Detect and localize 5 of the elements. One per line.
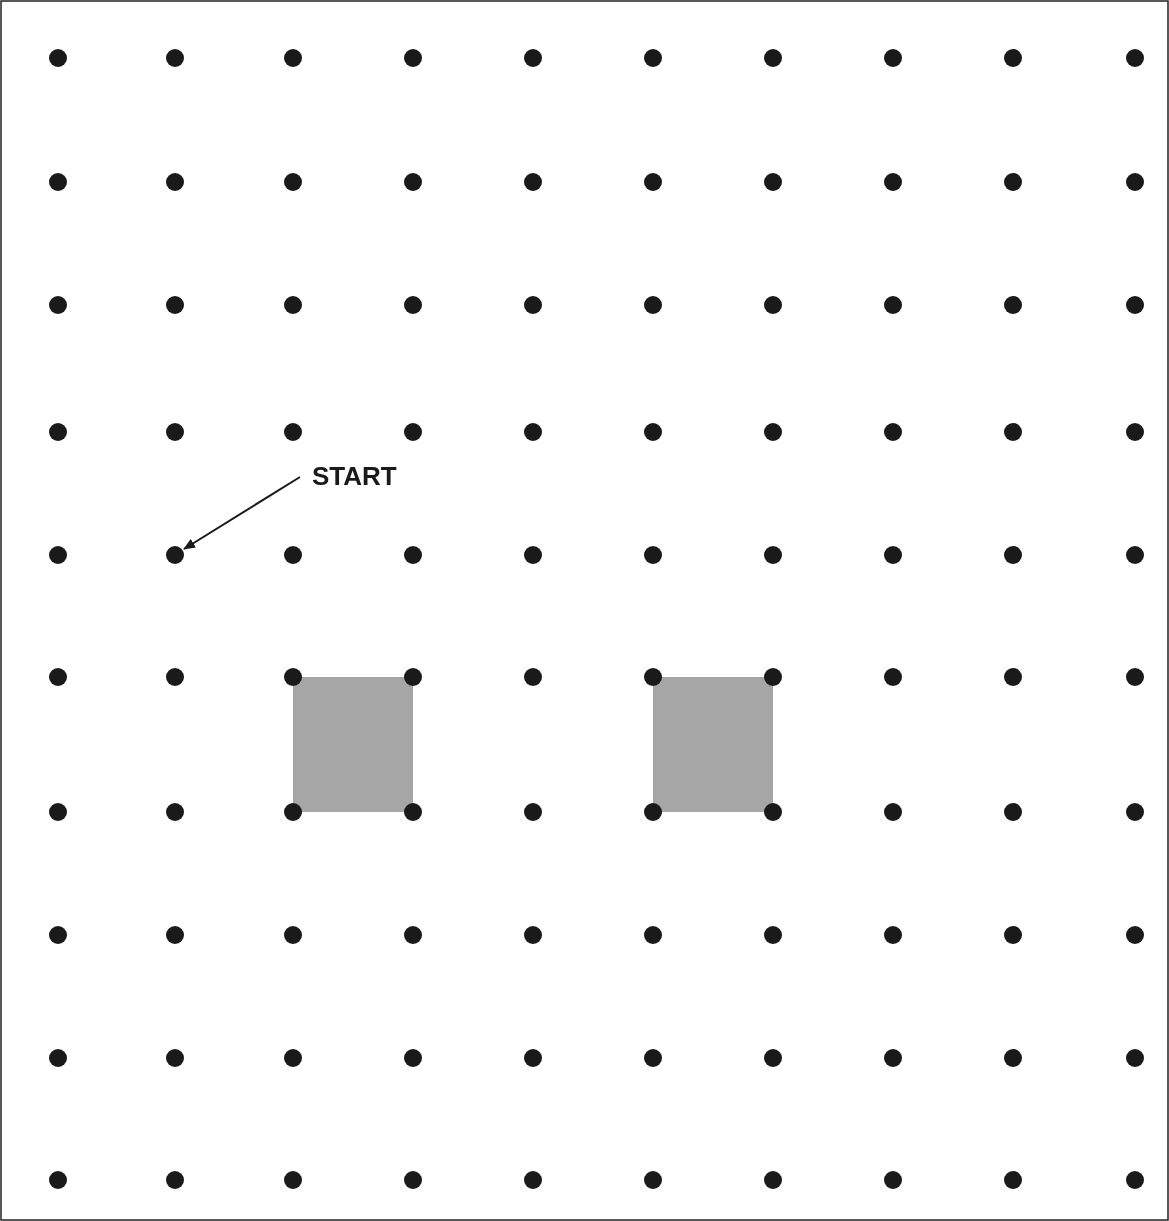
shaded-square (293, 677, 413, 812)
grid-dot (166, 546, 184, 564)
arrow (183, 476, 301, 550)
shaded-square (653, 677, 773, 812)
start-label: START (312, 458, 397, 494)
